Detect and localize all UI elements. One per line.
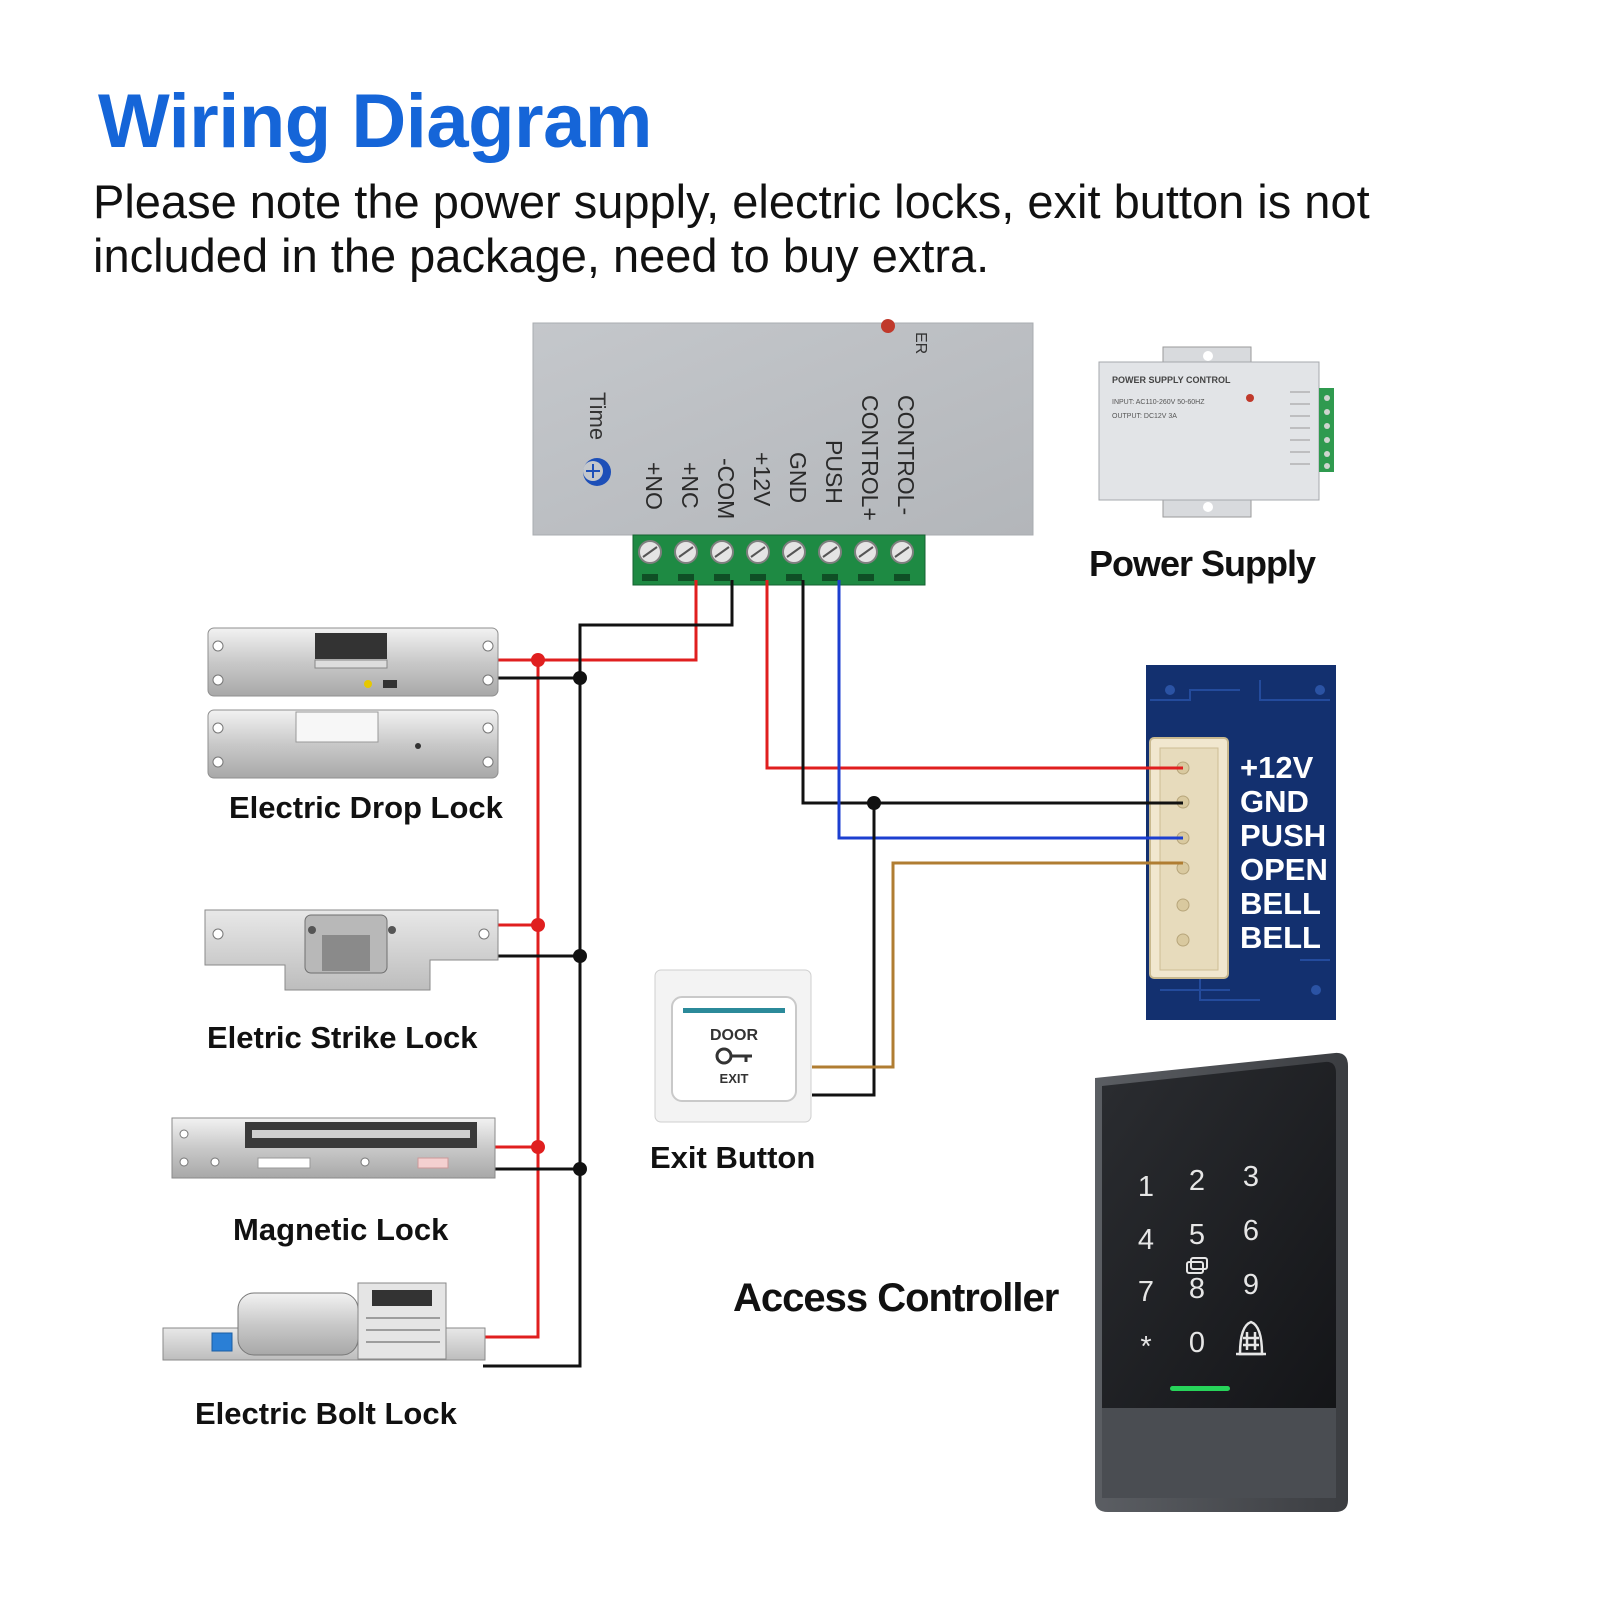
access-controller-caption: Access Controller (733, 1276, 1059, 1320)
terminal-label: -COM (713, 458, 739, 519)
package-note: Please note the power supply, electric l… (93, 175, 1370, 283)
electric-drop-lock (207, 627, 499, 779)
black-wire-gnd (801, 580, 1183, 805)
keypad-key: 6 (1243, 1215, 1259, 1247)
psu-face-title: POWER SUPPLY CONTROL (1112, 375, 1231, 385)
controller-touch-panel (1102, 1061, 1336, 1408)
terminal-label: CONTROL- (893, 395, 919, 515)
electric-bolt-lock (162, 1282, 486, 1361)
pin-label: +12V (1240, 750, 1314, 785)
pin-label: OPEN (1240, 852, 1328, 887)
brown-wire-open (812, 861, 1183, 1069)
black-wire-lock-bus (483, 580, 734, 1368)
key-icon (715, 1047, 752, 1065)
terminal-label: GND (785, 452, 811, 503)
black-wire-exit (812, 803, 876, 1097)
keypad-key: 0 (1189, 1327, 1205, 1359)
exit-button-device: DOOR EXIT (654, 969, 812, 1123)
keypad-key: * (1140, 1331, 1151, 1363)
time-label: Time (585, 392, 610, 440)
red-wire-lock-bus (483, 580, 698, 1339)
power-supply-caption: Power Supply (1089, 543, 1316, 584)
power-control-unit: ER Time +NO +NC -COM +12V GND PUSH CONTR… (532, 319, 1034, 586)
red-wire-12v (765, 580, 1183, 770)
pin-label: GND (1240, 784, 1309, 819)
terminal-block (632, 534, 926, 586)
electric-strike-lock (204, 909, 499, 991)
keypad-key: 4 (1138, 1224, 1154, 1256)
status-led-icon (1170, 1386, 1230, 1391)
keypad-key: 2 (1189, 1165, 1205, 1197)
terminal-label: +12V (749, 452, 775, 507)
lock-caption: Eletric Strike Lock (207, 1020, 478, 1055)
keypad-key: 7 (1138, 1276, 1154, 1308)
lock-caption: Electric Bolt Lock (195, 1396, 457, 1431)
controller-base (1102, 1408, 1336, 1498)
power-led-icon (881, 319, 895, 333)
page-title: Wiring Diagram (98, 79, 652, 164)
power-supply-photo: POWER SUPPLY CONTROL INPUT: AC110-260V 5… (1098, 346, 1334, 518)
note-line-1: Please note the power supply, electric l… (93, 175, 1370, 228)
psu-face-input: INPUT: AC110-260V 50-60HZ (1112, 399, 1205, 406)
terminal-label: PUSH (821, 440, 847, 504)
wire-junctions (531, 653, 881, 1176)
control-unit-body (532, 322, 1034, 536)
exit-button-top-text: DOOR (710, 1027, 758, 1044)
pin-label: BELL (1240, 886, 1321, 921)
magnetic-lock (171, 1117, 496, 1179)
keypad-key: 5 (1189, 1219, 1205, 1251)
time-knob-icon (583, 458, 611, 486)
keypad-key: 8 (1189, 1273, 1205, 1305)
exit-button-caption: Exit Button (650, 1140, 816, 1175)
access-controller-device: 1 2 3 4 5 6 7 8 9 * 0 (1095, 1052, 1348, 1512)
keypad-key: 1 (1138, 1171, 1154, 1203)
doorbell-icon (1236, 1320, 1266, 1356)
terminal-label: +NO (641, 462, 667, 510)
exit-button-bottom-text: EXIT (720, 1071, 749, 1086)
blue-wire-push (837, 580, 1183, 840)
pin-label: PUSH (1240, 818, 1326, 853)
note-line-2: included in the package, need to buy ext… (93, 229, 990, 282)
keypad-key: 3 (1243, 1161, 1259, 1193)
lock-caption: Magnetic Lock (233, 1212, 449, 1247)
terminal-label: +NC (677, 462, 703, 509)
controller-pcb: +12V GND PUSH OPEN BELL BELL (1146, 665, 1336, 1020)
svg-text:ER: ER (912, 332, 929, 354)
wires (483, 580, 1183, 1368)
keypad-key: 9 (1243, 1269, 1259, 1301)
card-reader-icon (1186, 1257, 1208, 1274)
psu-led-icon (1246, 394, 1254, 402)
terminal-label: CONTROL+ (857, 395, 883, 521)
pin-label: BELL (1240, 920, 1321, 955)
lock-caption: Electric Drop Lock (229, 790, 503, 825)
psu-face-output: OUTPUT: DC12V 3A (1112, 413, 1177, 420)
